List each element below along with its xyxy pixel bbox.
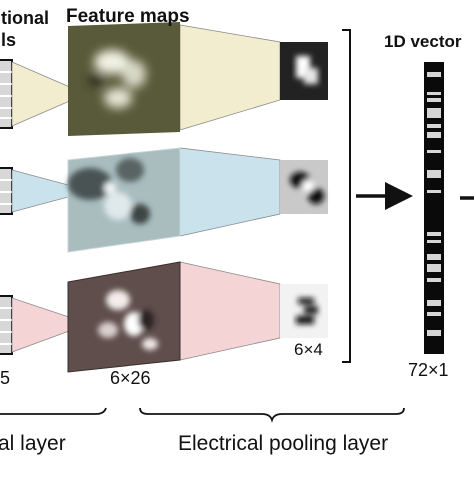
pooled-size-label: 6×4	[294, 340, 323, 359]
pooled-map-1	[280, 42, 328, 100]
kernel-strip-2	[0, 167, 13, 215]
feature-map-3	[67, 261, 181, 373]
pooling-layer-label: Electrical pooling layer	[178, 432, 389, 455]
feature-maps-label: Feature maps	[66, 6, 190, 27]
pooling-projection-3	[179, 261, 281, 361]
kernel-projection-2	[11, 169, 73, 213]
conv-kernels-label-line1: tional	[1, 8, 49, 28]
pooled-map-3	[280, 284, 328, 338]
vector-size-label: 72×1	[408, 360, 449, 380]
pooling-projection-2	[179, 147, 281, 237]
kernel-size-label: 5	[0, 368, 11, 388]
conv-layer-label: al layer	[0, 432, 66, 455]
conv-kernels-label-line2: ls	[1, 30, 17, 50]
vector-bar	[424, 62, 444, 354]
conv-brace	[0, 407, 107, 415]
kernel-strip-1	[0, 59, 13, 129]
kernel-projection-1	[11, 61, 73, 127]
pooled-map-2	[280, 160, 328, 214]
kernel-strip-3	[0, 295, 13, 355]
vector-title-label: 1D vector	[384, 32, 462, 51]
feature-map-1	[68, 22, 180, 136]
layers-bracket	[342, 29, 351, 363]
pooling-projection-1	[179, 24, 281, 131]
feature-map-2	[67, 147, 181, 253]
feature-size-label: 6×26	[110, 368, 151, 388]
kernel-projection-3	[11, 297, 73, 353]
pooling-brace	[139, 407, 405, 423]
